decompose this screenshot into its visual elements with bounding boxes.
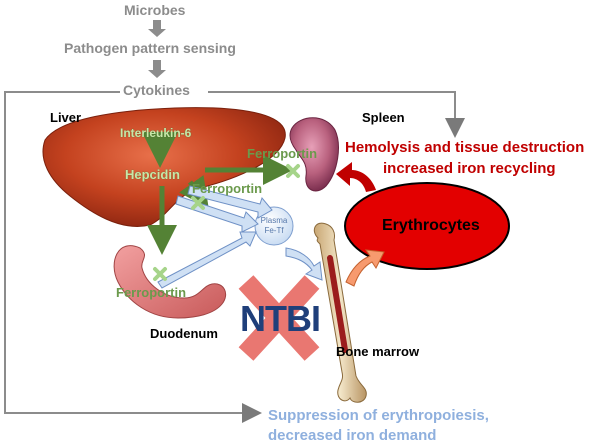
bone-shape bbox=[313, 222, 367, 403]
hemolysis-label-line2: increased iron recycling bbox=[383, 160, 556, 177]
erythrocytes-label: Erythrocytes bbox=[382, 217, 480, 234]
spleen-shape bbox=[289, 117, 339, 192]
suppression-label-line1: Suppression of erythropoiesis, bbox=[268, 407, 489, 424]
bone-to-erythrocytes-arrow bbox=[345, 249, 385, 287]
ntbi-label: NTBI bbox=[240, 298, 321, 339]
suppression-label-line2: decreased iron demand bbox=[268, 427, 437, 444]
cytokine-to-suppression-line bbox=[4, 91, 262, 423]
ferroportin-duodenum-label: Ferroportin bbox=[116, 285, 187, 300]
erythrocytes-to-spleen-arrow bbox=[336, 162, 376, 192]
interleukin-label: Interleukin-6 bbox=[120, 126, 192, 140]
microbes-label: Microbes bbox=[124, 2, 186, 18]
liver-label: Liver bbox=[50, 110, 82, 125]
plasma-label-line2: Fe-Tf bbox=[264, 225, 284, 235]
erythrocytes-ellipse bbox=[344, 182, 510, 270]
hemolysis-label-line1: Hemolysis and tissue destruction bbox=[345, 139, 585, 156]
iron-flow-arrows bbox=[157, 185, 323, 289]
ferroportin-block-crosses bbox=[153, 164, 300, 281]
plasma-label: Plasma Fe-Tf bbox=[258, 216, 290, 235]
pathogen-sensing-label: Pathogen pattern sensing bbox=[64, 40, 236, 56]
microbes-to-sensing-arrow bbox=[148, 20, 166, 37]
cytokines-label: Cytokines bbox=[123, 82, 190, 98]
sensing-to-cytokines-arrow bbox=[148, 60, 166, 78]
ferroportin-spleen-label: Ferroportin bbox=[247, 146, 318, 161]
plasma-label-line1: Plasma bbox=[260, 216, 288, 225]
duodenum-label: Duodenum bbox=[150, 326, 218, 341]
bone-marrow-label: Bone marrow bbox=[336, 344, 420, 359]
spleen-label: Spleen bbox=[362, 110, 405, 125]
hepcidin-label: Hepcidin bbox=[125, 167, 180, 182]
duodenum-shape bbox=[113, 245, 227, 319]
ferroportin-liver-label: Ferroportin bbox=[192, 181, 263, 196]
cytokine-to-spleen-line bbox=[208, 91, 465, 138]
ntbi-cross-icon bbox=[238, 275, 320, 361]
